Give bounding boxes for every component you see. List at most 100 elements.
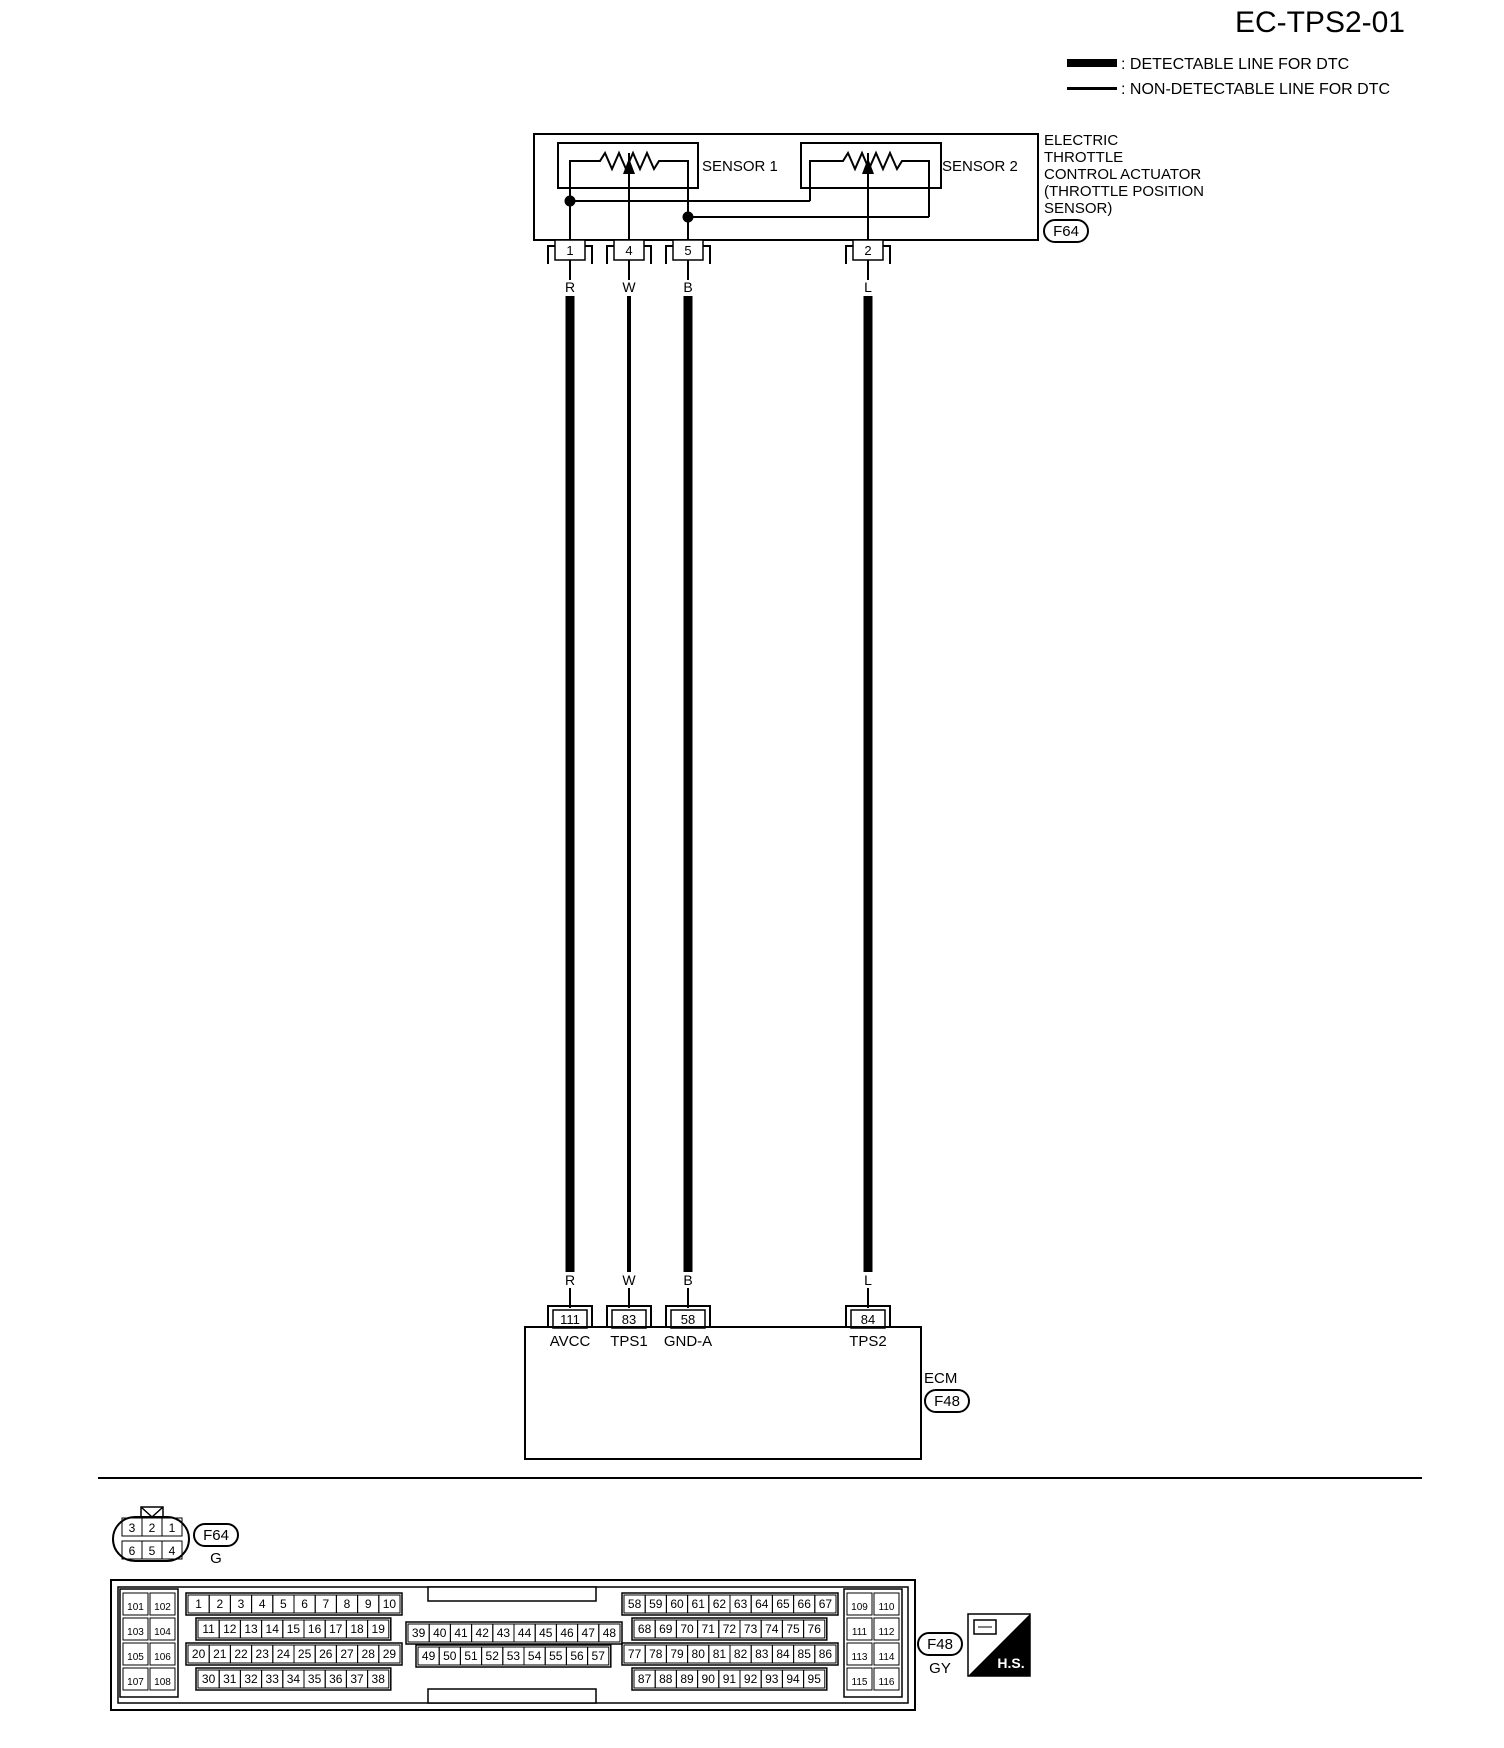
f48-cavity-number: 109 <box>851 1602 868 1613</box>
f48-cavity-number: 82 <box>734 1647 748 1661</box>
f48-cavity-number: 59 <box>649 1597 663 1611</box>
f48-cavity-number: 74 <box>765 1622 779 1636</box>
f48-cavity-number: 42 <box>476 1626 490 1640</box>
f48-cavity-number: 89 <box>680 1672 694 1686</box>
f48-cavity <box>873 1592 900 1616</box>
f48-cavity-number: 91 <box>723 1672 737 1686</box>
f48-cavity-number: 38 <box>372 1672 386 1686</box>
f48-cavity-number: 15 <box>287 1622 301 1636</box>
f48-color: GY <box>929 1660 951 1677</box>
f48-cavity-number: 79 <box>670 1647 684 1661</box>
f48-cavity-number: 76 <box>808 1622 822 1636</box>
f64-key-diag-2 <box>151 1506 164 1518</box>
wire-r-ecm-pin: 111 <box>560 1312 580 1327</box>
f48-cavity-number: 62 <box>713 1597 727 1611</box>
f48-cavity-number: 84 <box>776 1647 790 1661</box>
legend-detectable-label: : DETECTABLE LINE FOR DTC <box>1121 56 1349 73</box>
f48-cavity-number: 11 <box>202 1622 215 1636</box>
f48-left-block <box>119 1588 179 1698</box>
f48-cavity-number: 112 <box>879 1627 895 1638</box>
f48-cavity-number: 65 <box>776 1597 790 1611</box>
f48-cavity-number: 28 <box>362 1647 376 1661</box>
f48-cavity-number: 40 <box>433 1626 447 1640</box>
f48-cavity <box>367 1669 390 1689</box>
f48-cavity-number: 16 <box>308 1622 322 1636</box>
f48-right-block <box>843 1588 903 1698</box>
f64-cavity-number: 3 <box>129 1521 136 1535</box>
f48-row-b-outline <box>405 1621 623 1645</box>
wire-b-ecm-pin: 58 <box>681 1312 695 1327</box>
f48-row-a-outline <box>185 1592 403 1616</box>
f48-cavity-number: 30 <box>202 1672 216 1686</box>
throttle-actuator <box>533 133 1039 247</box>
f48-cavity-number: 45 <box>539 1626 553 1640</box>
legend: : DETECTABLE LINE FOR DTC : NON-DETECTAB… <box>1067 56 1390 98</box>
f48-cavity-number: 17 <box>329 1622 343 1636</box>
f64-key-tab <box>140 1506 164 1518</box>
f48-cavity <box>803 1619 826 1639</box>
f48-cavity-number: 25 <box>298 1647 312 1661</box>
f48-row-c-outline <box>621 1592 839 1616</box>
f48-row-c-outline <box>631 1617 828 1641</box>
actuator-connector-id: F64 <box>1053 223 1079 240</box>
actuator-connector-badge <box>1043 219 1089 243</box>
f64-badge <box>193 1523 239 1547</box>
f48-cavity-number: 60 <box>670 1597 684 1611</box>
f64-cavity <box>161 1517 183 1537</box>
f48-cavity-number: 18 <box>350 1622 364 1636</box>
f48-cavity-number: 94 <box>786 1672 800 1686</box>
f48-cavity <box>803 1669 826 1689</box>
f48-cavity-number: 26 <box>319 1647 333 1661</box>
f48-cavity-number: 95 <box>808 1672 822 1686</box>
hs-label: H.S. <box>997 1655 1024 1671</box>
wire-w-color-bottom: W <box>622 1272 636 1288</box>
f48-cavity-number: 73 <box>744 1622 758 1636</box>
f48-cavity-number: 101 <box>127 1602 144 1613</box>
wire-b-ecm-terminal-label: GND-A <box>664 1333 712 1350</box>
f48-row-c-outline <box>631 1667 828 1691</box>
f48-cavity-number: 110 <box>879 1602 895 1613</box>
sensor2-box <box>800 142 942 189</box>
f48-cavity <box>587 1646 610 1666</box>
hs-connector-icon <box>973 1619 997 1635</box>
f48-cavity-number: 104 <box>154 1627 171 1638</box>
f48-cavity-number: 10 <box>383 1597 397 1611</box>
f64-cavity-number: 4 <box>169 1544 176 1558</box>
f48-cavity-number: 19 <box>372 1622 386 1636</box>
f64-cavity-number: 1 <box>169 1521 176 1535</box>
f64-cavity <box>161 1540 183 1560</box>
wire-r-color-bottom: R <box>565 1272 575 1288</box>
f64-cavity-number: 6 <box>129 1544 136 1558</box>
f48-cavity-number: 2 <box>216 1597 223 1611</box>
actuator-body <box>533 133 1039 241</box>
f48-cavity <box>846 1592 873 1616</box>
wire-w-ecm-connector-shell <box>606 1305 652 1328</box>
f48-cavity <box>378 1644 401 1664</box>
f48-row-a-outline <box>195 1617 392 1641</box>
hs-badge: H.S. <box>967 1613 1031 1677</box>
f48-cavity-number: 113 <box>852 1652 868 1663</box>
wire-r-ecm-connector-shell <box>547 1305 593 1328</box>
f48-cavity <box>149 1642 176 1666</box>
f48-row-c-outline <box>621 1642 839 1666</box>
f48-cavity-number: 103 <box>127 1627 144 1638</box>
f64-cavity-number: 5 <box>149 1544 156 1558</box>
f48-cavity-number: 27 <box>340 1647 354 1661</box>
wire-w-color-top: W <box>622 279 636 295</box>
f48-cavity-number: 33 <box>266 1672 280 1686</box>
f48-cavity <box>122 1592 149 1616</box>
f48-cavity <box>378 1594 401 1614</box>
f48-cavity-number: 64 <box>755 1597 769 1611</box>
f48-cavity-number: 107 <box>127 1677 144 1688</box>
actuator-name-line-4: (THROTTLE POSITION <box>1044 183 1204 200</box>
f48-cavity-number: 6 <box>301 1597 308 1611</box>
wire-r-color-top: R <box>565 279 575 295</box>
f48-cavity-number: 86 <box>819 1647 833 1661</box>
f48-cavity-number: 81 <box>713 1647 727 1661</box>
f48-cavity-number: 108 <box>154 1677 171 1688</box>
